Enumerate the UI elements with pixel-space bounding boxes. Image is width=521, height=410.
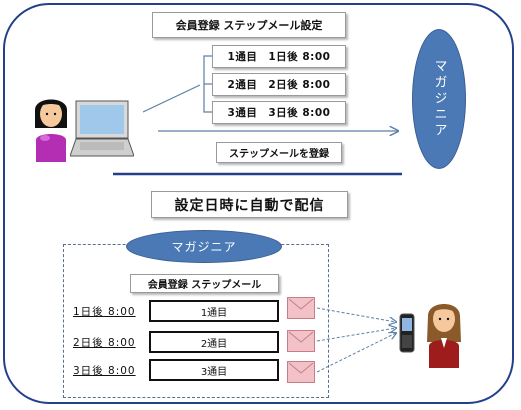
schedule-item-3: 3通目 3日後 8:00	[212, 101, 346, 124]
delivery-day-2: 2日後 8:00	[73, 337, 136, 349]
schedule-item-2: 2通目 2日後 8:00	[212, 73, 346, 96]
mobile-phone-icon	[399, 313, 415, 353]
inner-title: 会員登録 ステップメール	[130, 274, 279, 293]
delivery-arrow-1	[316, 307, 396, 322]
schedule-item-1: 1通目 1日後 8:00	[212, 45, 346, 68]
recipient-person-icon	[427, 304, 461, 368]
delivery-day-3: 3日後 8:00	[73, 365, 136, 377]
mail-box-2: 2通目	[149, 331, 279, 353]
delivery-arrow-2	[316, 328, 396, 342]
mail-box-3: 3通目	[149, 359, 279, 381]
laptop-icon	[70, 100, 134, 157]
bracket-diagonal	[142, 84, 201, 113]
register-step-mail-button[interactable]: ステップメールを登録	[216, 142, 342, 163]
delivery-day-1: 1日後 8:00	[73, 306, 136, 318]
envelope-icon	[287, 297, 315, 319]
sender-person-icon	[35, 99, 67, 162]
envelope-icon	[287, 330, 315, 352]
service-name-top: マガジニア	[431, 59, 447, 139]
envelope-icon	[287, 361, 315, 383]
service-oval-bottom: マガジニア	[126, 230, 282, 263]
mail-box-1: 1通目	[149, 300, 279, 322]
auto-delivery-title: 設定日時に自動で配信	[151, 191, 348, 218]
service-oval-top: マガジニア	[412, 29, 466, 169]
top-title: 会員登録 ステップメール設定	[152, 12, 346, 38]
